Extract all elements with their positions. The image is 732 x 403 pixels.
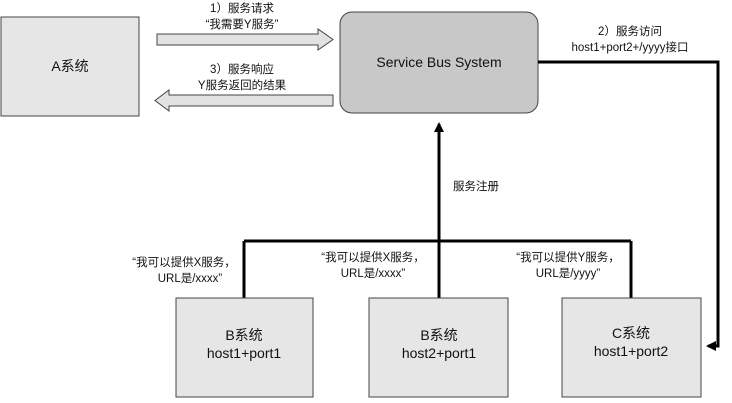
system-b2-name: B系统 <box>420 327 457 343</box>
system-b1-node: B系统 host1+port1 <box>175 297 314 398</box>
request-label-line2: “我需要Y服务” <box>206 17 279 31</box>
response-label-line2: Y服务返回的结果 <box>198 78 287 92</box>
access-label-line1: 2）服务访问 <box>598 24 662 38</box>
b2-offer-line2: URL是/xxxx” <box>341 267 406 280</box>
system-a-node: A系统 <box>0 16 140 117</box>
request-label-line1: 1）服务请求 <box>210 1 274 15</box>
system-b1-address: host1+port1 <box>207 345 282 361</box>
system-b2-node: B系统 host2+port1 <box>368 297 509 398</box>
service-bus-node: Service Bus System <box>339 11 539 114</box>
register-label: 服务注册 <box>453 179 499 193</box>
b2-offer-line1: “我可以提供X服务， <box>321 250 425 264</box>
service-bus-label: Service Bus System <box>376 54 501 70</box>
system-c-address: host1+port2 <box>594 343 669 359</box>
b1-offer-line2: URL是/xxxx” <box>158 272 223 285</box>
system-a-label: A系统 <box>51 58 88 74</box>
register-connector <box>242 122 633 298</box>
system-b1-name: B系统 <box>225 327 262 343</box>
c-offer-line2: URL是/yyyy” <box>536 267 601 280</box>
request-arrow <box>156 28 334 51</box>
response-label-line1: 3）服务响应 <box>210 62 274 76</box>
access-connector <box>538 60 720 351</box>
system-b2-address: host2+port1 <box>402 345 477 361</box>
system-c-node: C系统 host1+port2 <box>561 297 702 398</box>
access-label-line2: host1+port2+/yyyy接口 <box>572 41 689 54</box>
b1-offer-line1: “我可以提供X服务， <box>132 255 236 269</box>
c-offer-line1: “我可以提供Y服务， <box>516 250 620 264</box>
system-c-name: C系统 <box>612 325 650 341</box>
response-arrow <box>154 89 334 112</box>
